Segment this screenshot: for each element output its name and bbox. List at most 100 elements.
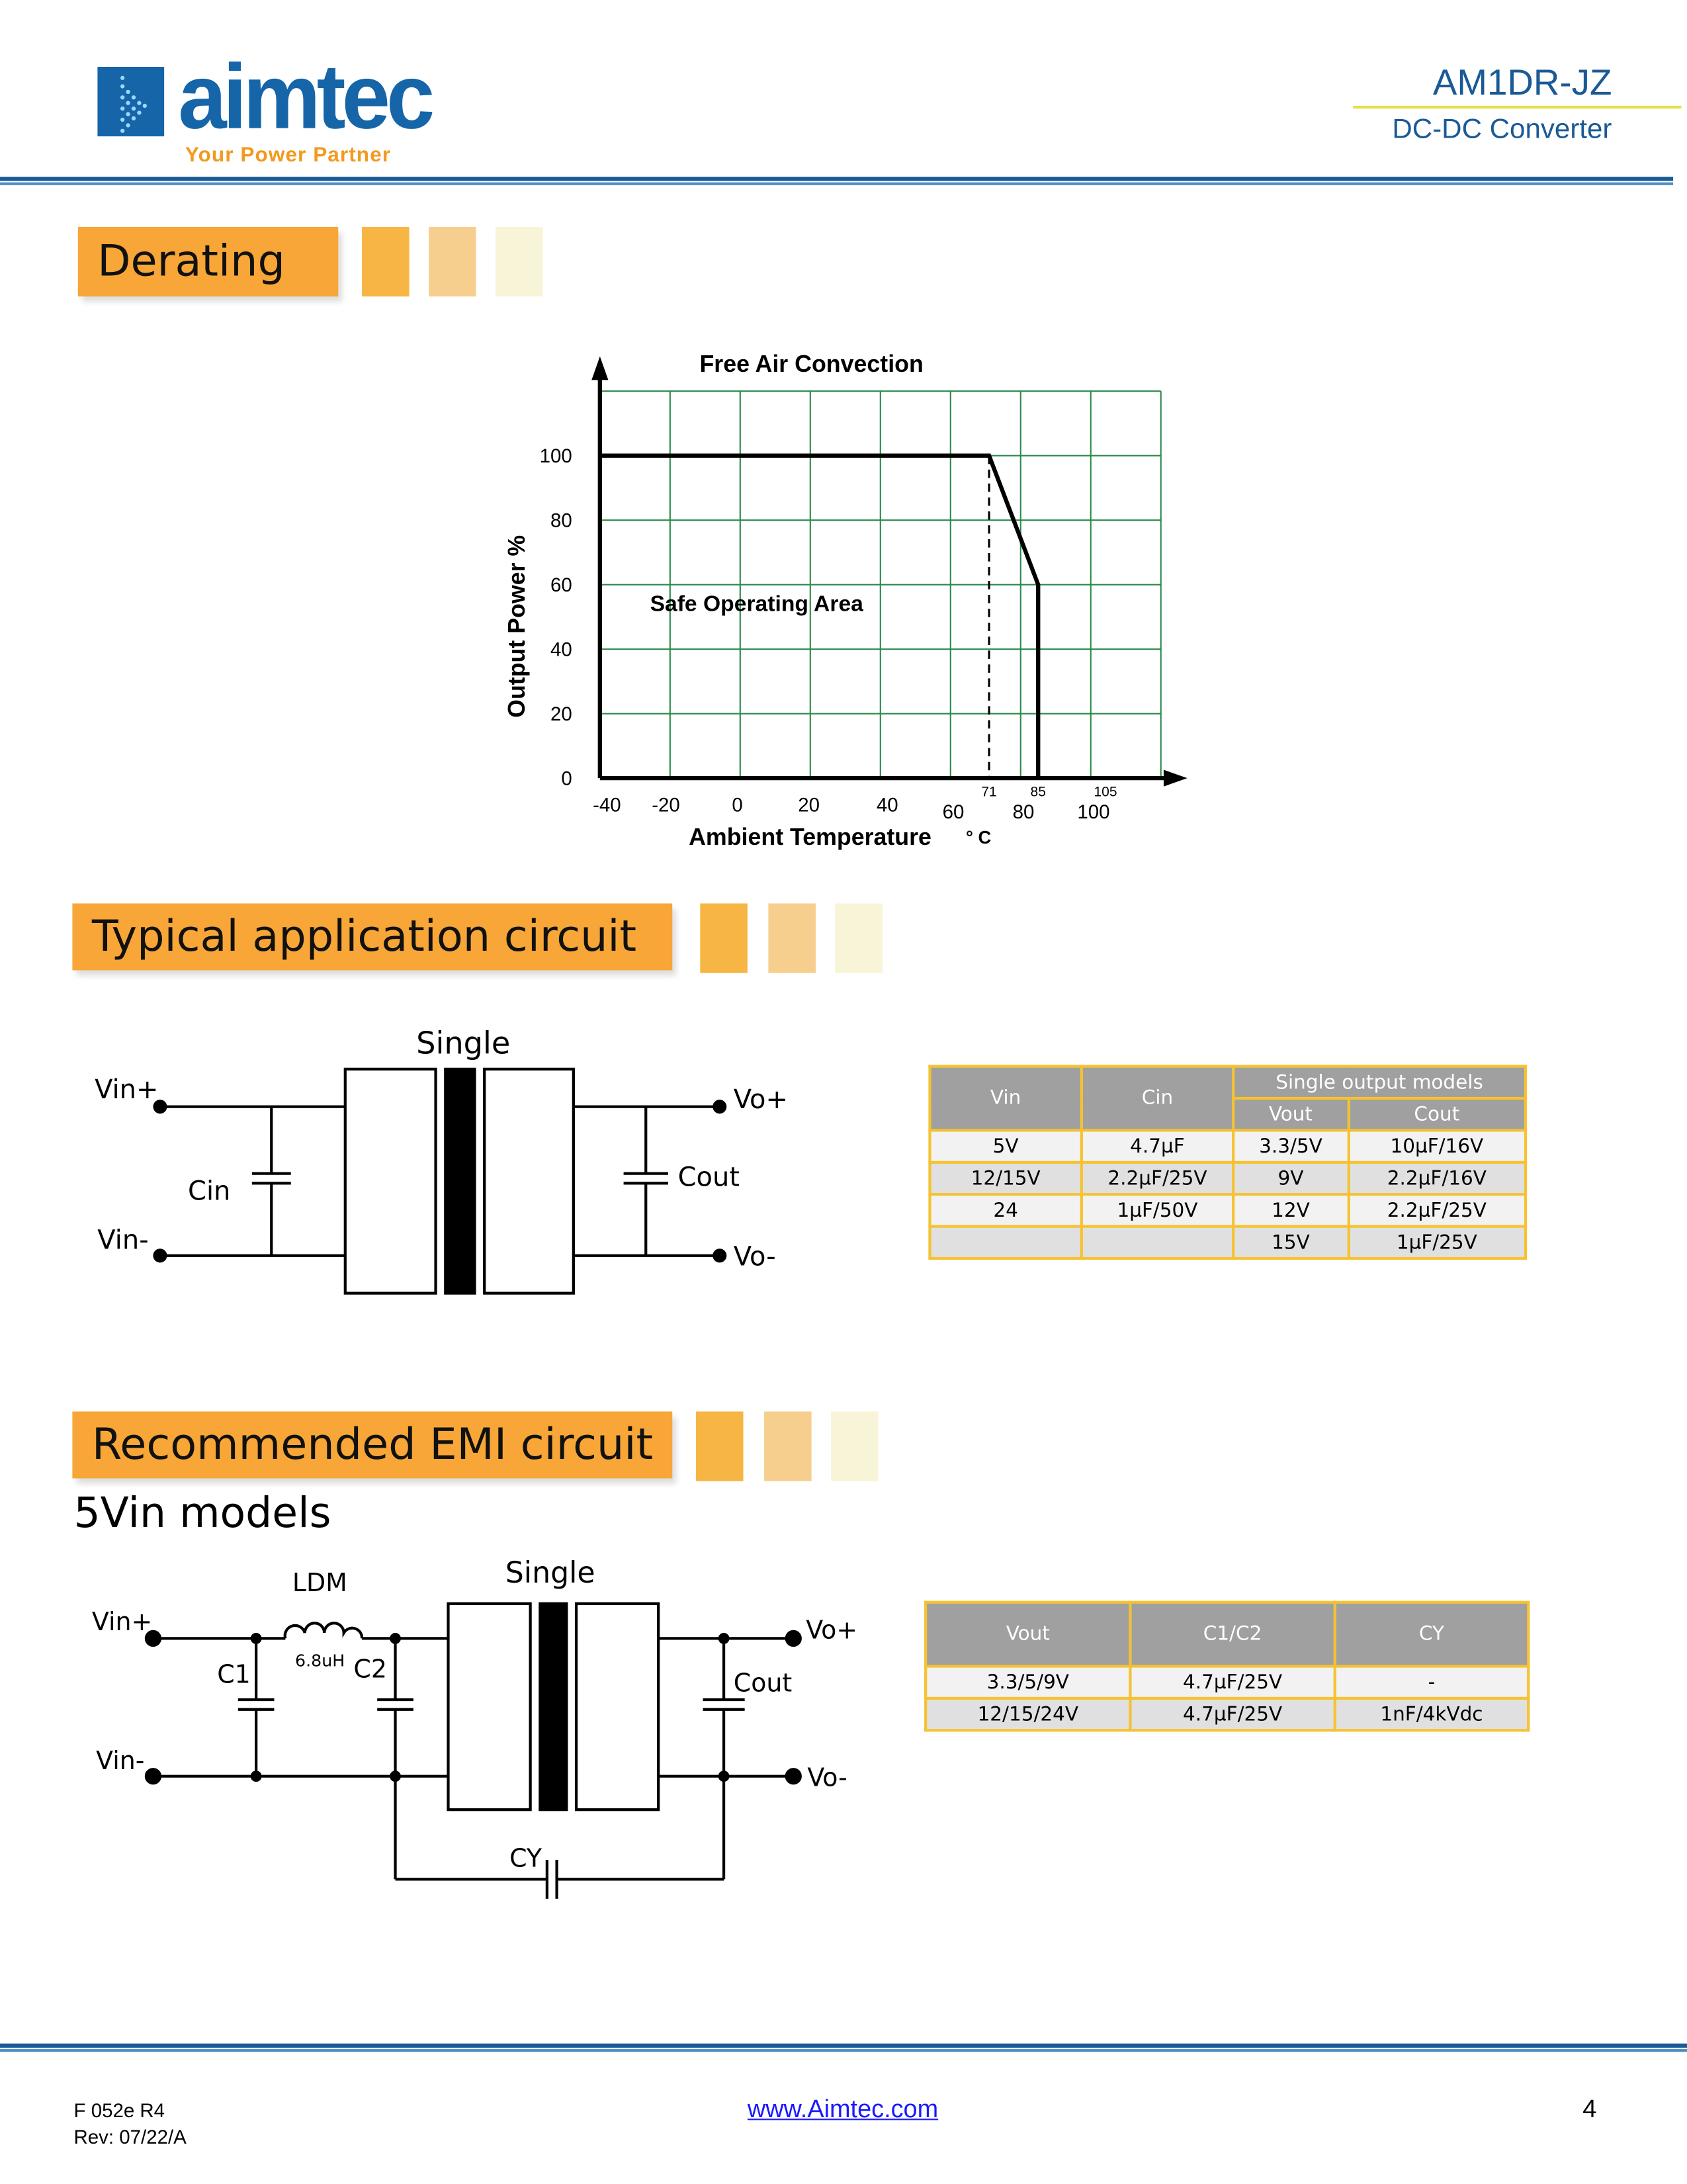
logo-tagline: Your Power Partner [185,143,392,167]
y-tick-label: 40 [550,639,572,661]
cell: 9V [1232,1160,1350,1196]
col-header-vout: Vout [1232,1096,1350,1132]
revision: Rev: 07/22/A [73,2125,187,2148]
circuit2-vo-plus: Vo+ [806,1616,858,1645]
capacitor-selection-table: Vin Cin Single output models Vout Cout 5… [928,1065,1528,1260]
model-subtitle: DC-DC Converter [1392,114,1612,145]
y-tick-label: 60 [550,574,572,596]
header-divider-2 [0,182,1674,185]
emi-circuit-diagram [144,1602,802,1899]
cell: 2.2µF/16V [1346,1160,1528,1196]
circuit2-vin-minus: Vin- [96,1747,145,1776]
col-header-vout: Vout [924,1600,1132,1668]
cell: 4.7µF [1080,1129,1235,1164]
decor-square [835,903,883,973]
website-link[interactable]: www.Aimtec.com [747,2095,939,2123]
x-tick-label: 0 [732,795,742,816]
circuit1-title: Single [416,1027,511,1063]
cell: 1µF/50V [1080,1193,1235,1228]
section-heading-typical-circuit: Typical application circuit [72,903,673,971]
c2-label: C2 [353,1655,387,1684]
section-heading-derating: Derating [77,226,339,297]
circuit2-vo-minus: Vo- [807,1763,847,1793]
logo-wordmark: aimtec [178,44,435,148]
x-axis-unit: ° C [966,827,991,848]
cell: 12/15V [928,1160,1083,1196]
col-header-cy: CY [1333,1600,1530,1668]
x-tick-label: -40 [593,795,621,816]
decor-square [768,903,816,973]
cell: 3.3/5/9V [924,1665,1132,1700]
x-tick-label: 20 [798,795,820,816]
cell: 12V [1232,1193,1350,1228]
x-tick-label: 80 [1013,801,1035,823]
decor-square [696,1411,744,1481]
circuit1-vin-plus: Vin+ [95,1074,159,1106]
col-header-vin: Vin [928,1065,1083,1132]
section-heading-emi-circuit: Recommended EMI circuit [72,1411,673,1479]
cell [928,1225,1083,1260]
circuit1-cout-label: Cout [677,1162,740,1194]
header-divider [0,177,1674,181]
x-special-tick-label: 105 [1094,784,1117,799]
col-header-cout: Cout [1346,1096,1528,1132]
circuit2-cout-label: Cout [733,1669,793,1698]
derating-curve [599,453,1041,779]
typical-circuit-diagram [153,1067,727,1295]
circuit1-vo-minus: Vo- [733,1241,776,1273]
y-tick-label: 20 [550,703,572,725]
col-header-cin: Cin [1080,1065,1235,1132]
circuit2-title: Single [505,1556,595,1590]
ldm-value: 6.8uH [295,1651,345,1671]
cell: 15V [1232,1225,1350,1260]
y-axis-arrow-icon [591,356,609,380]
ldm-label: LDM [292,1569,347,1598]
header-rule [1353,105,1682,109]
y-axis-label: Output Power % [503,535,530,718]
model-title: AM1DR-JZ [1432,61,1612,103]
x-axis-label: Ambient Temperature [689,824,931,850]
cell: 12/15/24V [924,1696,1132,1732]
col-header-c1-c2: C1/C2 [1129,1600,1336,1668]
decor-square [831,1411,879,1481]
cell: - [1333,1665,1530,1700]
x-special-tick-label: 71 [981,784,996,799]
x-tick-label: 60 [943,801,965,823]
cell: 1nF/4kVdc [1333,1696,1530,1732]
circuit1-vin-minus: Vin- [97,1225,149,1256]
y-tick-label: 80 [550,510,572,532]
decor-square [496,226,543,297]
cell: 4.7µF/25V [1129,1696,1336,1732]
decor-square [764,1411,812,1481]
cell: 3.3/5V [1232,1129,1350,1164]
cell: 2.2µF/25V [1080,1160,1235,1196]
cell: 5V [928,1129,1083,1164]
circuit1-cin-label: Cin [188,1176,231,1207]
y-tick-label: 0 [561,768,572,790]
cy-label: CY [509,1844,542,1874]
x-tick-label: -20 [652,795,680,816]
col-header-group: Single output models [1232,1065,1528,1100]
x-tick-label: 100 [1077,801,1109,823]
cell: 10µF/16V [1346,1129,1528,1164]
circuit2-vin-plus: Vin+ [91,1608,153,1638]
decor-square [700,903,748,973]
circuit1-vo-plus: Vo+ [733,1084,789,1115]
c1-label: C1 [217,1661,251,1690]
x-special-tick-label: 85 [1031,784,1046,799]
y-tick-label: 100 [540,445,572,467]
form-number: F 052e R4 [73,2099,165,2122]
x-tick-label: 40 [877,795,898,816]
x-axis-arrow-icon [1163,769,1188,787]
cell [1080,1225,1235,1260]
emi-subheading: 5Vin models [73,1489,331,1538]
cell: 24 [928,1193,1083,1228]
